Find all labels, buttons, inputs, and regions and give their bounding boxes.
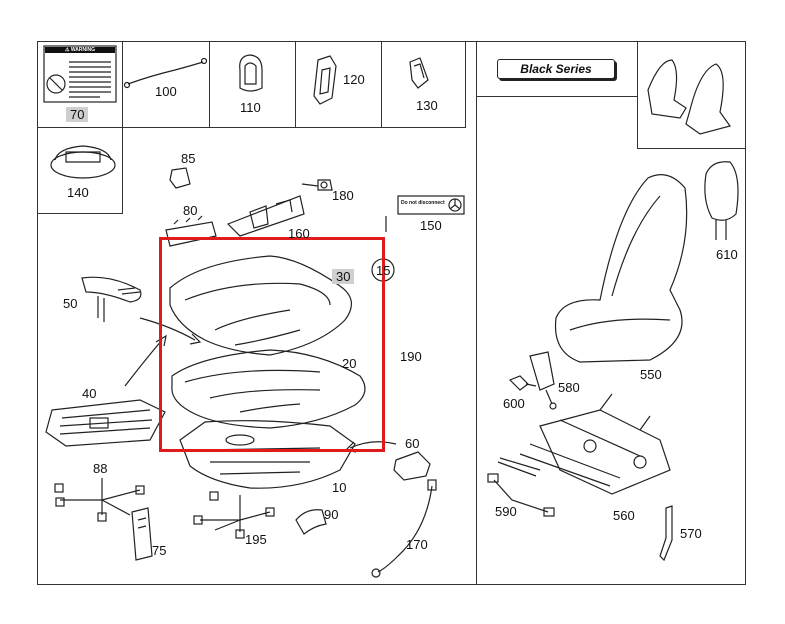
no-child-seat-icon: [46, 74, 66, 94]
part-number-30: 30: [332, 269, 355, 284]
arrow-40: [124, 339, 163, 387]
divider-140-right: [122, 127, 123, 213]
black-series-badge: Black Series: [497, 59, 615, 79]
part-number-50: 50: [63, 296, 78, 311]
divider-cell-1: [122, 41, 123, 128]
part-number-10: 10: [332, 480, 347, 495]
part-number-550: 550: [640, 367, 662, 382]
warning-label-illustration: [43, 45, 117, 103]
control-module-illustration: [131, 507, 153, 561]
handle-illustration: [295, 509, 327, 535]
part-number-150: 150: [420, 218, 442, 233]
wiring-harness-195: [200, 495, 271, 532]
part-number-560: 560: [613, 508, 635, 523]
divider-top-right-edge: [465, 41, 466, 128]
arrow-50: [139, 317, 196, 341]
seat-cover-illustration: [169, 255, 352, 356]
part-number-20: 20: [342, 356, 357, 371]
warning-label-heading: ⚠ WARNING: [45, 47, 115, 53]
part-number-170: 170: [406, 537, 428, 552]
complete-seat-illustration: [554, 174, 688, 363]
part-number-60: 60: [405, 436, 420, 451]
divider-cell-4: [381, 41, 382, 128]
bowden-cable-illustration: [377, 485, 433, 573]
highlighted-region: [159, 237, 385, 452]
clip-illustration: [239, 54, 263, 92]
cable-illustration: [127, 61, 204, 85]
divider-thumb-bottom: [637, 148, 746, 149]
heating-mat-illustration: [45, 399, 166, 447]
part-number-40: 40: [82, 386, 97, 401]
knob-illustration: [169, 167, 191, 189]
divider-right-header: [476, 96, 637, 97]
retainer-clip-illustration: [409, 57, 429, 89]
divider-thumb-left: [637, 41, 638, 148]
screw-illustration: [301, 179, 333, 191]
part-number-180: 180: [332, 188, 354, 203]
part-number-580: 580: [558, 380, 580, 395]
part-number-70: 70: [66, 107, 89, 122]
part-number-590: 590: [495, 504, 517, 519]
seat-adjuster-frame: [539, 409, 671, 495]
part-number-15: 15: [376, 263, 391, 278]
part-number-80: 80: [183, 203, 198, 218]
bracket-illustration: [313, 55, 337, 105]
mechanism-bracket-illustration: [226, 195, 305, 237]
part-number-75: 75: [152, 543, 167, 558]
divider-main: [476, 41, 477, 585]
thumbnail-seat-front: [647, 59, 687, 119]
sticker-text: Do not disconnect: [401, 200, 445, 206]
part-number-570: 570: [680, 526, 702, 541]
divider-cell-3: [295, 41, 296, 128]
part-number-190: 190: [400, 349, 422, 364]
part-number-140: 140: [67, 185, 89, 200]
connector-strip-illustration: [165, 221, 217, 247]
part-number-610: 610: [716, 247, 738, 262]
seat-foam-illustration: [171, 349, 366, 429]
divider-cell-2: [209, 41, 210, 128]
thumbnail-seat-rear: [685, 63, 731, 135]
part-number-110: 110: [240, 100, 261, 115]
wiring-harness-88: [60, 478, 141, 516]
seat-pan-illustration: [179, 420, 356, 489]
part-number-195: 195: [245, 532, 267, 547]
part-number-160: 160: [288, 226, 310, 241]
arrow-60: [349, 441, 397, 449]
sticker-illustration: [397, 195, 465, 215]
sensor-cable-illustration: [493, 479, 549, 513]
bolt-illustration: [508, 375, 537, 391]
part-number-100: 100: [155, 84, 177, 99]
part-number-120: 120: [343, 72, 365, 87]
divider-140-bottom: [37, 213, 123, 214]
mounting-rail-illustration: [659, 505, 673, 562]
part-number-90: 90: [324, 507, 339, 522]
part-number-85: 85: [181, 151, 196, 166]
side-trim-illustration: [81, 276, 142, 303]
part-number-130: 130: [416, 98, 438, 113]
diagram-frame: [37, 41, 746, 585]
seat-belt-buckle-illustration: [529, 351, 555, 391]
actuator-illustration: [393, 451, 431, 481]
headrest-illustration: [704, 161, 739, 221]
cap-illustration: [50, 151, 116, 179]
part-number-88: 88: [93, 461, 108, 476]
part-number-600: 600: [503, 396, 525, 411]
divider-top-row: [37, 127, 465, 128]
